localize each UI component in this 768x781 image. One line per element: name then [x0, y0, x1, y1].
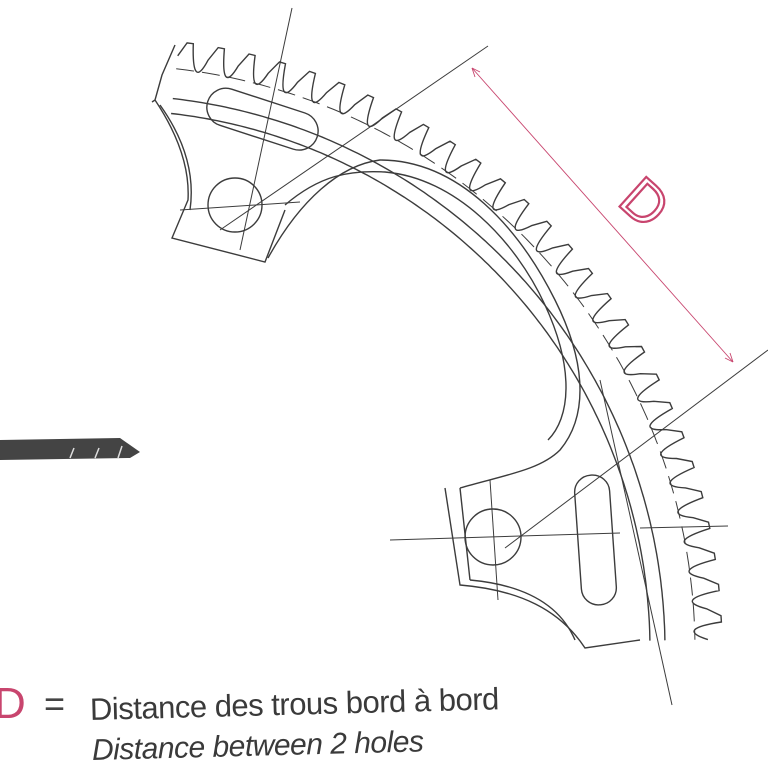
chainring-teeth	[177, 42, 723, 641]
bolt-hole-lower	[464, 508, 522, 566]
leader-line	[504, 349, 768, 549]
crank-shaft-marks	[69, 445, 123, 459]
inner-cutout-offset	[284, 170, 567, 441]
center-line	[239, 7, 293, 251]
lower-slot	[573, 474, 618, 606]
dimension-arrow-bottom	[724, 352, 734, 363]
dimension-label: D	[607, 165, 682, 241]
chainring-outer-ring	[172, 97, 666, 641]
upper-arm	[151, 44, 286, 263]
center-line	[639, 525, 729, 529]
center-line	[389, 532, 621, 541]
upper-arm-outline	[159, 104, 192, 211]
center-line	[179, 201, 301, 211]
chainring-pitch-line	[176, 68, 696, 640]
caption-equals: =	[44, 683, 66, 724]
leader-line	[219, 45, 489, 231]
upper-slot	[206, 87, 319, 151]
dimension-line	[471, 67, 734, 363]
radial-line	[599, 379, 673, 706]
caption-symbol: D	[0, 679, 26, 728]
crank-shaft	[0, 438, 140, 460]
chainring-inner-ring	[171, 112, 651, 641]
inner-cutout	[267, 159, 581, 489]
lower-arm-outline	[469, 579, 576, 641]
center-line	[489, 479, 499, 601]
dimension-arrow-top	[471, 67, 481, 78]
